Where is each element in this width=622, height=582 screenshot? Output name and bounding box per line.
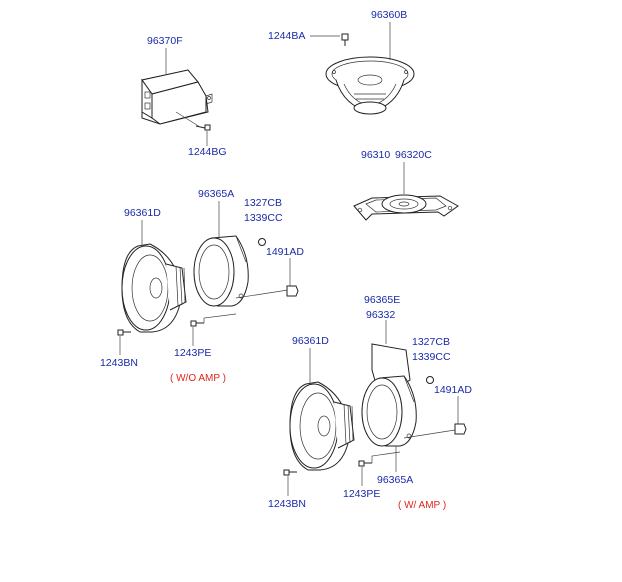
label-1243pe-left: 1243PE <box>174 347 211 359</box>
label-1339cc-right: 1339CC <box>412 351 451 363</box>
label-96361d-right: 96361D <box>292 335 329 347</box>
label-1491ad-left: 1491AD <box>266 246 304 258</box>
label-1243bn-left: 1243BN <box>100 357 138 369</box>
clip-1491ad-icon <box>286 285 299 297</box>
screw-1243bn-right-icon <box>283 469 297 476</box>
label-1244ba: 1244BA <box>268 30 305 42</box>
screw-1244ba-icon <box>341 33 349 46</box>
screw-1243bn-left-icon <box>117 329 131 336</box>
nut-1327cb-icon <box>258 238 266 246</box>
label-1244bg: 1244BG <box>188 146 227 158</box>
screw-1243pe-left-icon <box>190 320 204 327</box>
label-96365e: 96365E <box>364 294 400 306</box>
amplifier-unit[interactable] <box>141 69 213 125</box>
label-96332: 96332 <box>366 309 395 321</box>
speaker-left-96361d[interactable] <box>121 243 187 333</box>
screw-1243pe-right-icon <box>358 460 372 467</box>
screw-1244bg-icon <box>195 124 211 131</box>
bracket-left-96365a[interactable] <box>193 235 249 307</box>
label-1327cb-left: 1327CB <box>244 197 282 209</box>
label-96365a-left: 96365A <box>198 188 234 200</box>
speaker-right-96361d[interactable] <box>289 381 355 471</box>
label-96361d-left: 96361D <box>124 207 161 219</box>
label-1327cb-right: 1327CB <box>412 336 450 348</box>
nut-1327cb-right-icon <box>426 376 434 384</box>
label-96360b: 96360B <box>371 9 407 21</box>
note-without-amp: ( W/O AMP ) <box>170 373 226 384</box>
label-96320c: 96320C <box>395 149 432 161</box>
label-96365a-right: 96365A <box>377 474 413 486</box>
label-96310: 96310 <box>361 149 390 161</box>
label-1243pe-right: 1243PE <box>343 488 380 500</box>
oval-speaker-96360b[interactable] <box>325 56 415 115</box>
bracket-right-96365a[interactable] <box>361 375 417 447</box>
clip-1491ad-right-icon <box>454 423 467 435</box>
tweeter-assembly[interactable] <box>353 194 459 221</box>
label-96370f: 96370F <box>147 35 183 47</box>
note-with-amp: ( W/ AMP ) <box>398 500 446 511</box>
label-1491ad-right: 1491AD <box>434 384 472 396</box>
label-1243bn-right: 1243BN <box>268 498 306 510</box>
label-1339cc-left: 1339CC <box>244 212 283 224</box>
